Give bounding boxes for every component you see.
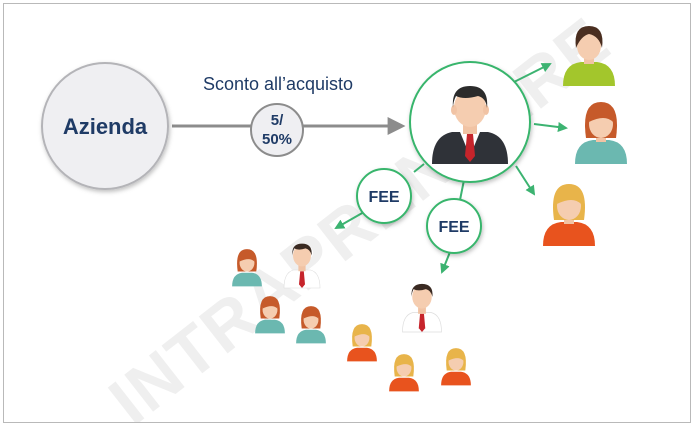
arrow-fee2-to-network-2 [440,251,451,274]
arrow-to-fee-2 [459,179,465,201]
fee-label-1: FEE [368,189,399,206]
businessman-icon [432,86,508,164]
woman-teal-icon [232,249,262,287]
network-group-1 [232,243,326,344]
businessman-icon [402,283,442,333]
arrow-to-client-1 [509,63,552,85]
reseller-node [409,61,531,183]
woman-teal-icon [296,306,326,344]
arrow-to-client-3 [515,165,536,196]
discount-badge-line2: 50% [262,131,292,148]
woman-orange-icon [347,324,377,362]
network-group-2 [347,283,471,392]
discount-badge-line1: 5/ [271,112,284,129]
client-woman-green-icon [563,26,615,86]
discount-caption: Sconto all’acquisto [203,74,353,94]
fee-label-2: FEE [438,219,469,236]
company-node: Azienda [41,62,169,190]
arrow-to-client-2 [533,122,568,132]
diagram-canvas: INTRAPRENDERE Azienda Sconto all’acquist… [41,4,627,422]
client-woman-orange-icon [543,184,595,246]
arrow-fee1-to-network-1 [334,211,365,229]
fee-badge-1: FEE [356,168,412,224]
woman-orange-icon [441,348,471,386]
businessman-icon [283,243,321,289]
client-woman-teal-icon [575,102,627,164]
arrow-to-fee-1 [413,163,425,173]
discount-badge: 5/ 50% [250,103,304,157]
company-label: Azienda [63,114,148,139]
woman-orange-icon [389,354,419,392]
diagram-frame: INTRAPRENDERE Azienda Sconto all’acquist… [3,3,691,423]
woman-teal-icon [255,296,285,334]
fee-badge-2: FEE [426,198,482,254]
